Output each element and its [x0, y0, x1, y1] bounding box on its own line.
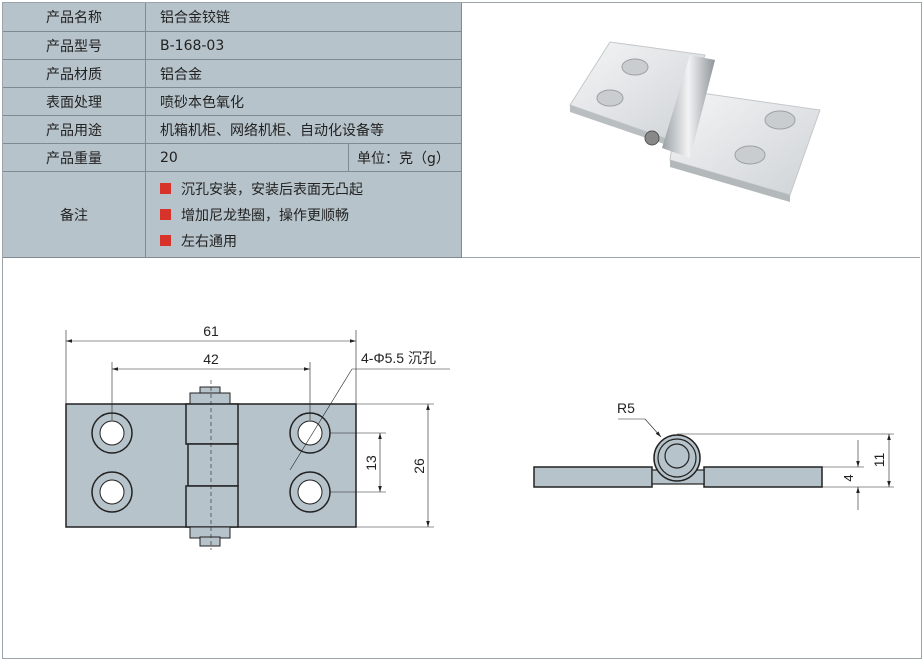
bullet-icon	[160, 183, 171, 194]
row-value: 铝合金	[146, 60, 462, 88]
hole-note: 4-Φ5.5 沉孔	[361, 350, 436, 366]
dim-plate-thickness: 4	[841, 474, 856, 481]
note-item: 增加尼龙垫圈，操作更顺畅	[160, 202, 349, 228]
hinge-photo-icon	[569, 41, 821, 202]
dim-total-thickness: 11	[871, 453, 887, 468]
row-label: 表面处理	[3, 88, 146, 116]
weight-unit: 单位：克（g）	[349, 144, 462, 172]
dim-height: 26	[411, 458, 427, 474]
dim-radius: R5	[617, 400, 635, 416]
bullet-icon	[160, 235, 171, 246]
front-view	[65, 330, 450, 550]
notes-list: 沉孔安装，安装后表面无凸起增加尼龙垫圈，操作更顺畅左右通用	[146, 172, 462, 258]
row-value: B-168-03	[146, 32, 462, 60]
note-text: 左右通用	[181, 233, 237, 250]
note-text: 沉孔安装，安装后表面无凸起	[181, 181, 363, 198]
row-label: 产品型号	[3, 32, 146, 60]
note-text: 增加尼龙垫圈，操作更顺畅	[181, 207, 349, 224]
row-value: 20	[146, 144, 349, 172]
row-label: 产品重量	[3, 144, 146, 172]
dim-hole-spacing-y: 13	[363, 455, 379, 471]
row-value: 铝合金铰链	[146, 3, 462, 32]
row-value: 机箱机柜、网络机柜、自动化设备等	[146, 116, 462, 144]
bullet-icon	[160, 209, 171, 220]
row-value: 喷砂本色氧化	[146, 88, 462, 116]
product-photo	[540, 30, 840, 230]
dim-hole-spacing-x: 42	[203, 351, 219, 367]
side-view	[533, 418, 894, 510]
row-label: 产品材质	[3, 60, 146, 88]
row-label: 产品名称	[3, 3, 146, 32]
row-label: 产品用途	[3, 116, 146, 144]
notes-label: 备注	[3, 172, 146, 258]
dim-width: 61	[203, 323, 219, 339]
note-item: 沉孔安装，安装后表面无凸起	[160, 176, 363, 202]
note-item: 左右通用	[160, 228, 237, 254]
